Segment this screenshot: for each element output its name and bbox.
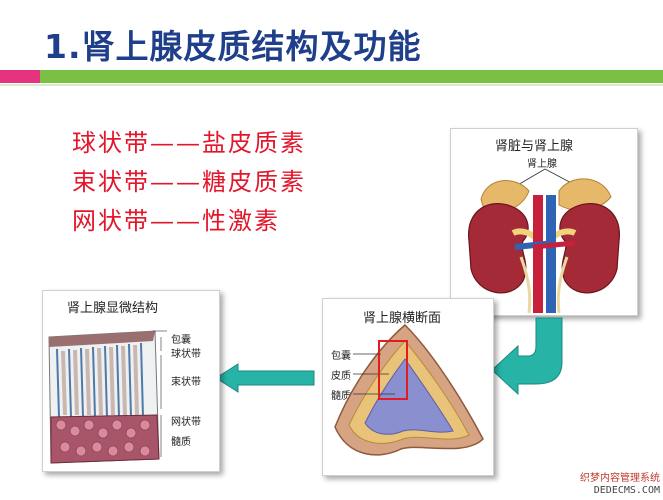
watermark-line2: DEDECMS.COM: [593, 485, 660, 496]
kidney-panel-title: 肾脏与肾上腺: [495, 139, 574, 154]
adrenal-cross-section-panel: 肾上腺横断面 包囊 皮质 髓质: [322, 298, 494, 476]
accent-bar-pink: [0, 70, 40, 83]
adrenal-gland-label: 肾上腺: [527, 159, 557, 170]
kidney-adrenal-panel: 肾脏与肾上腺 肾上腺: [450, 128, 638, 316]
micro-label-medulla: 髓质: [171, 437, 191, 448]
cross-section-title: 肾上腺横断面: [363, 311, 442, 326]
accent-stripe: [0, 84, 663, 86]
micro-label-glomerulosa: 球状带: [171, 349, 201, 360]
zone-line-glomerulosa: 球状带——盐皮质素: [72, 129, 306, 157]
cross-label-cortex: 皮质: [331, 371, 351, 382]
micro-label-reticularis: 网状带: [171, 417, 201, 428]
micro-structure-illustration: [48, 330, 167, 464]
cross-section-illustration: [334, 323, 484, 456]
adrenal-micro-structure-panel: 肾上腺显微结构 包囊 球状带 束状带 网状带 髓质: [42, 290, 220, 472]
zone-line-fasciculata: 束状带——糖皮质素: [72, 168, 306, 196]
micro-label-capsule: 包囊: [171, 335, 191, 346]
accent-bar-green: [40, 70, 663, 83]
micro-panel-title: 肾上腺显微结构: [67, 301, 159, 316]
cross-label-medulla: 髓质: [331, 391, 351, 402]
slide-title: 1.肾上腺皮质结构及功能: [44, 27, 422, 66]
watermark-line1: 织梦内容管理系统: [580, 473, 660, 484]
cross-label-capsule: 包囊: [331, 351, 351, 362]
watermark: 织梦内容管理系统 DEDECMS.COM: [580, 473, 660, 497]
kidney-adrenal-illustration: [468, 168, 620, 314]
zone-list: 球状带——盐皮质素 束状带——糖皮质素 网状带——性激素: [72, 124, 306, 241]
zone-line-reticularis: 网状带——性激素: [72, 207, 280, 235]
micro-label-fasciculata: 束状带: [171, 377, 201, 388]
